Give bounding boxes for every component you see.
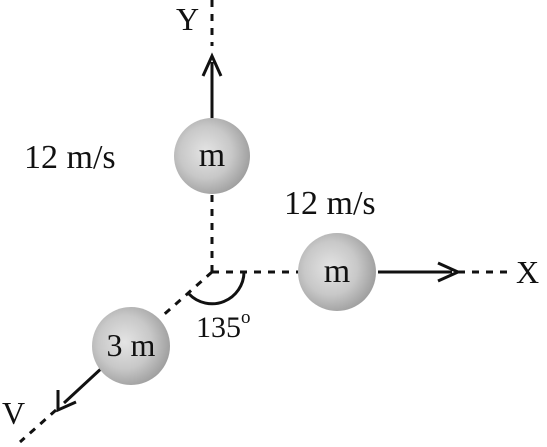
speed-label-right: 12 m/s	[284, 185, 376, 222]
velocity-arrow-right	[378, 261, 462, 283]
angle-label: 135o	[196, 307, 251, 344]
velocity-arrow-v	[56, 364, 106, 413]
speed-label-top: 12 m/s	[24, 139, 116, 176]
angle-arc	[187, 271, 246, 306]
particle-right	[298, 233, 376, 311]
degree-mark: o	[241, 307, 251, 328]
particle-top	[174, 118, 250, 194]
angle-value: 135	[196, 311, 241, 344]
particle-top-label: m	[199, 137, 225, 174]
axis-label-v: V	[2, 395, 25, 431]
axis-label-y: Y	[176, 1, 199, 37]
v-axis	[19, 270, 213, 444]
particle-bottom-left	[92, 307, 170, 385]
particle-right-label: m	[324, 253, 350, 290]
velocity-arrow-up	[201, 52, 223, 118]
particle-bottom-left-label: 3 m	[107, 327, 156, 363]
axis-label-x: X	[516, 254, 539, 290]
